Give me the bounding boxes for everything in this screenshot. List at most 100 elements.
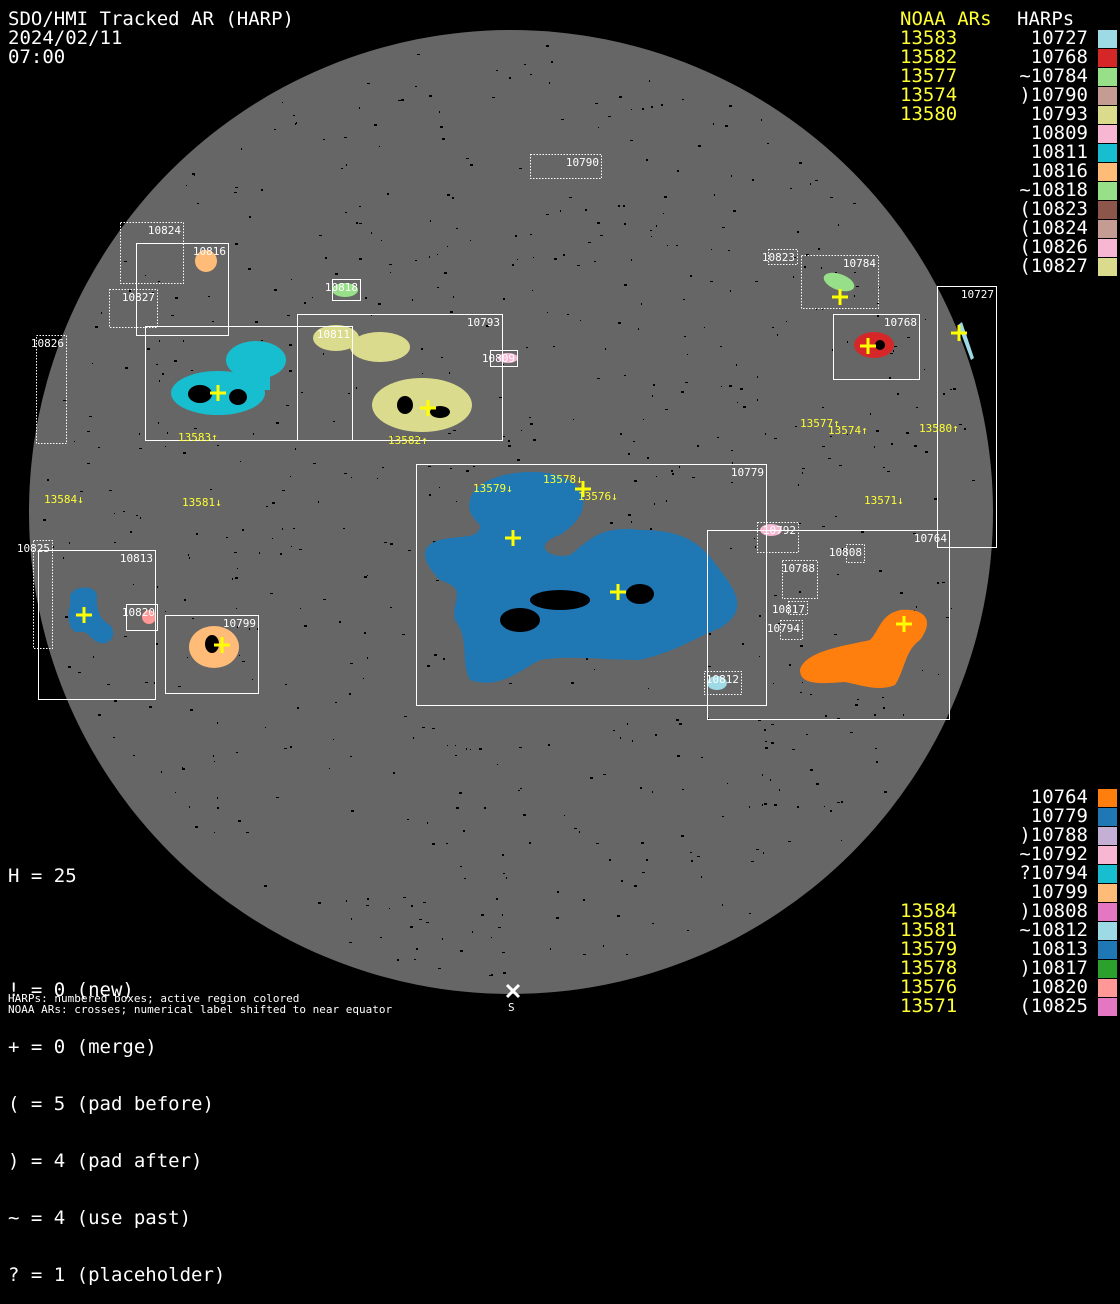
stats-panel: H = 25 ! = 0 (new) + = 0 (merge) ( = 5 (…: [8, 829, 225, 1304]
harp-box-label: 10816: [193, 245, 226, 258]
south-x-icon: [505, 983, 521, 999]
harp-legend-label: (10824: [1019, 217, 1088, 239]
noaa-cross-icon: [76, 607, 92, 623]
harp-box-10764: 10764: [707, 530, 950, 720]
harp-legend-label: ?10794: [1019, 862, 1088, 884]
harp-box-label: 10823: [762, 251, 795, 264]
harp-legend-label: 10820: [1030, 976, 1088, 998]
harp-legend-label: 10799: [1030, 881, 1088, 903]
harp-color-swatch: [1098, 960, 1117, 978]
noaa-header: NOAA ARs: [900, 8, 992, 30]
harp-box-10825: 10825: [17, 540, 53, 649]
noaa-cross-icon: [951, 325, 967, 341]
harp-box-label: 10818: [325, 281, 358, 294]
harp-box-label: 10779: [731, 466, 764, 479]
harp-box-10812: 10812: [704, 671, 742, 695]
harp-box-label: 10790: [566, 156, 599, 169]
noaa-legend-label: 13577: [900, 65, 958, 87]
noaa-cross-icon: [214, 637, 230, 653]
harp-color-swatch: [1098, 865, 1117, 883]
harp-legend-label: )10817: [1019, 957, 1088, 979]
harp-legend-label: 10793: [1030, 103, 1088, 125]
noaa-legend-label: 13583: [900, 27, 958, 49]
harp-color-swatch: [1098, 201, 1117, 219]
harp-legend-label: 10727: [1030, 27, 1088, 49]
region-10764: [800, 609, 928, 689]
harp-box-label: 10817: [772, 603, 805, 616]
harp-boxes: 1079010824108161082710818108261081110793…: [17, 154, 997, 720]
stat-line: ) = 4 (pad after): [8, 1150, 203, 1172]
noaa-cross-icon: [420, 400, 436, 416]
footer-line-1: HARPs: numbered boxes; active region col…: [8, 992, 300, 1005]
harp-color-swatch: [1098, 979, 1117, 997]
harp-box-10792: 10792: [757, 522, 799, 553]
noaa-cross-icon: [505, 530, 521, 546]
harp-legend-label: (10823: [1019, 198, 1088, 220]
harp-legend-label: 10809: [1030, 122, 1088, 144]
noaa-cross-icon: [610, 584, 626, 600]
harp-legend-label: (10826: [1019, 236, 1088, 258]
noaa-cross-icon: [575, 481, 591, 497]
harp-box-label: 10788: [782, 562, 815, 575]
region-10816: [195, 250, 217, 272]
noaa-map-label: 13579↓: [473, 482, 513, 495]
harp-color-swatch: [1098, 106, 1117, 124]
harp-color-swatch: [1098, 182, 1117, 200]
harp-box-10826: 10826: [31, 335, 67, 444]
harp-box-label: 10820: [122, 606, 155, 619]
harp-legend-label: 10816: [1030, 160, 1088, 182]
harp-box-10768: 10768: [833, 314, 920, 380]
harp-box-label: 10825: [17, 542, 50, 555]
noaa-legend-label: 13581: [900, 919, 958, 941]
noaa-map-label: 13571↓: [864, 494, 904, 507]
harp-box-10827: 10827: [109, 289, 158, 328]
harp-color-swatch: [1098, 903, 1117, 921]
harp-box-10788: 10788: [782, 560, 818, 599]
harp-box-10727: 10727: [937, 286, 997, 548]
noaa-labels: 13583↑13582↑13577↑13574↑13580↑13584↓1358…: [44, 417, 959, 509]
stat-line: ! = 0 (new): [8, 979, 134, 1001]
noaa-crosses: [76, 289, 967, 653]
harp-color-swatch: [1098, 30, 1117, 48]
noaa-map-label: 13581↓: [182, 496, 222, 509]
harp-color-swatch: [1098, 125, 1117, 143]
harp-box-10794: 10794: [767, 620, 803, 640]
harp-color-swatch: [1098, 220, 1117, 238]
harp-count: H = 25: [8, 865, 77, 887]
harp-legend-label: 10811: [1030, 141, 1088, 163]
noaa-map-label: 13578↓: [543, 473, 583, 486]
harp-color-swatch: [1098, 884, 1117, 902]
noaa-map-label: 13583↑: [178, 431, 218, 444]
harp-color-swatch: [1098, 49, 1117, 67]
south-label: S: [508, 1001, 515, 1014]
noaa-legend-label: 13580: [900, 103, 958, 125]
noaa-legend-label: 13584: [900, 900, 958, 922]
time: 07:00: [8, 46, 66, 68]
noaa-legend-label: 13574: [900, 84, 958, 106]
region-10812: [707, 676, 727, 690]
date: 2024/02/11: [8, 27, 123, 49]
harp-color-swatch: [1098, 87, 1117, 105]
harp-color-swatch: [1098, 922, 1117, 940]
harp-color-swatch: [1098, 827, 1117, 845]
region-10820: [142, 610, 156, 624]
harp-color-swatch: [1098, 163, 1117, 181]
harp-color-swatch: [1098, 789, 1117, 807]
harps-header: HARPs: [1017, 8, 1075, 30]
noaa-legend-label: 13571: [900, 995, 958, 1017]
noaa-legend-label: 13582: [900, 46, 958, 68]
harp-box-label: 10827: [122, 291, 155, 304]
region-10784: [823, 272, 855, 292]
noaa-map-label: 13584↓: [44, 493, 84, 506]
harp-color-swatch: [1098, 998, 1117, 1016]
noaa-cross-icon: [896, 616, 912, 632]
harp-box-10824: 10824: [120, 222, 184, 284]
south-pole-marker: S: [505, 983, 521, 1014]
stat-line: ~ = 4 (use past): [8, 1207, 192, 1229]
noaa-map-label: 13577↑: [800, 417, 840, 430]
stat-line: ( = 5 (pad before): [8, 1093, 214, 1115]
harp-legend-label: ~10792: [1019, 843, 1088, 865]
noaa-cross-icon: [832, 289, 848, 305]
harp-box-label: 10813: [120, 552, 153, 565]
noaa-map-label: 13580↑: [919, 422, 959, 435]
